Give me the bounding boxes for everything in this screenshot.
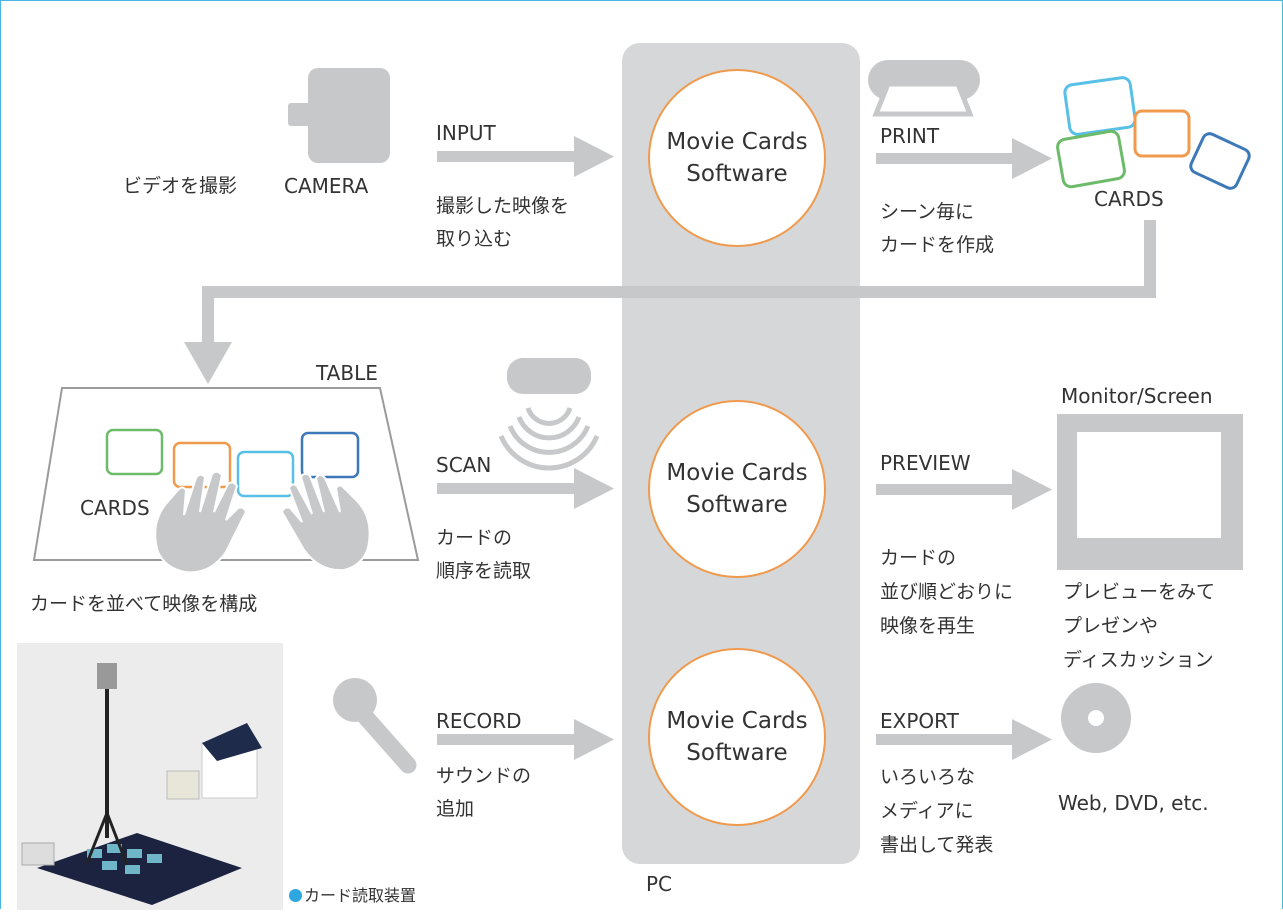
arrow-scan — [437, 468, 614, 509]
preview-label: PREVIEW — [880, 451, 971, 475]
print-label: PRINT — [880, 124, 940, 148]
photo-caption: カード読取装置 — [289, 885, 416, 907]
media-label: Web, DVD, etc. — [1058, 791, 1209, 815]
preview-discussion-text: プレビューをみて プレゼンや ディスカッション — [1063, 581, 1216, 671]
software-label: Movie Cards Software — [666, 129, 808, 187]
hand-icon-left — [154, 470, 248, 574]
export-desc: いろいろな メディアに 書出して発表 — [880, 766, 994, 856]
input-label: INPUT — [436, 121, 496, 145]
table-cards-label: CARDS — [80, 496, 150, 520]
pc-label: PC — [646, 872, 673, 896]
card-reader-photo — [17, 643, 283, 910]
scan-desc: カードの 順序を読取 — [436, 527, 532, 582]
caption-dot-icon — [289, 889, 302, 902]
cards-label: CARDS — [1094, 187, 1164, 211]
cards-to-table-connector — [202, 220, 1156, 345]
arrow-record — [437, 719, 614, 760]
arrow-input — [437, 136, 614, 177]
photo-caption-text: カード読取装置 — [304, 886, 417, 905]
scanner-icon — [498, 358, 600, 471]
software-circle-input: Movie Cards Software — [648, 69, 826, 247]
monitor-icon — [1057, 414, 1243, 570]
hand-icon-right — [280, 472, 371, 572]
arrange-text: カードを並べて映像を構成 — [30, 593, 258, 615]
video-shoot-text: ビデオを撮影 — [123, 175, 238, 197]
software-label: Movie Cards Software — [666, 460, 808, 518]
camera-icon — [288, 68, 390, 163]
software-label: Movie Cards Software — [666, 708, 808, 766]
arrow-print — [876, 138, 1052, 179]
record-desc: サウンドの 追加 — [436, 765, 532, 820]
table-label: TABLE — [316, 361, 378, 385]
export-label: EXPORT — [880, 709, 959, 733]
scan-label: SCAN — [436, 453, 492, 477]
printer-icon — [868, 60, 980, 117]
disc-icon — [1061, 683, 1131, 753]
arrow-preview — [876, 469, 1052, 510]
record-label: RECORD — [436, 709, 522, 733]
preview-desc: カードの 並び順どおりに 映像を再生 — [880, 547, 1014, 637]
input-desc: 撮影した映像を 取り込む — [436, 195, 570, 250]
camera-label: CAMERA — [284, 174, 369, 198]
arrow-export — [876, 719, 1052, 760]
software-circle-scan: Movie Cards Software — [648, 400, 826, 578]
table-cards — [105, 428, 360, 498]
software-circle-record: Movie Cards Software — [648, 648, 826, 826]
cards-cluster-icon — [1056, 76, 1251, 190]
microphone-icon — [333, 678, 417, 774]
connector-arrowhead — [184, 342, 232, 384]
print-desc: シーン毎に カードを作成 — [880, 201, 995, 256]
monitor-label: Monitor/Screen — [1061, 384, 1213, 408]
